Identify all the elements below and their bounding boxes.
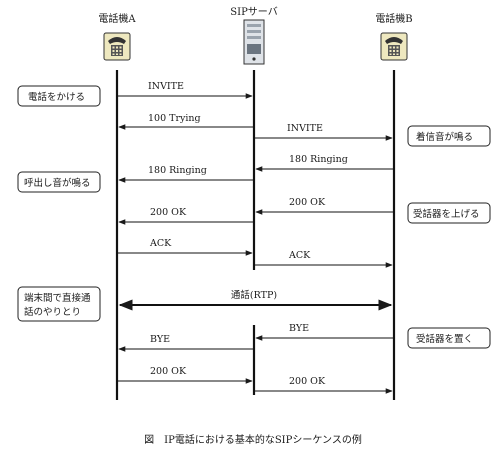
svg-text:電話をかける: 電話をかける	[28, 91, 85, 103]
telephone-b-icon	[380, 32, 408, 61]
svg-text:話のやりとり: 話のやりとり	[24, 306, 81, 318]
msg-ringing-b-s-label: 180 Ringing	[289, 154, 348, 165]
note-make-call: 電話をかける	[17, 85, 101, 107]
msg-rtp-label: 通話(RTP)	[231, 289, 277, 301]
telephone-a-icon	[103, 32, 131, 61]
note-ringback: 呼出し音が鳴る	[17, 171, 101, 193]
note-hang-up: 受話器を置く	[407, 327, 491, 349]
msg-ok-b-s-label: 200 OK	[289, 197, 326, 208]
phone-b-label: 電話機B	[375, 12, 412, 25]
svg-text:端末間で直接通: 端末間で直接通	[24, 292, 91, 304]
msg-invite-s-b-label: INVITE	[287, 123, 323, 134]
sip-server-label: SIPサーバ	[230, 6, 277, 18]
msg-invite-a-s-label: INVITE	[148, 81, 184, 92]
msg-ok-s-a-label: 200 OK	[150, 207, 187, 218]
msg-ok-a-s-2-label: 200 OK	[150, 366, 187, 377]
note-incoming-ring: 着信音が鳴る	[407, 125, 491, 147]
msg-trying-s-a-label: 100 Trying	[148, 113, 201, 124]
msg-bye-s-a-label: BYE	[150, 334, 170, 345]
figure-caption: 図 IP電話における基本的なSIPシーケンスの例	[144, 433, 362, 446]
msg-ringing-s-a-label: 180 Ringing	[148, 165, 207, 176]
svg-text:受話器を上げる: 受話器を上げる	[413, 208, 480, 220]
note-direct-call: 端末間で直接通 話のやりとり	[17, 286, 101, 322]
msg-ack-s-b-label: ACK	[288, 250, 311, 261]
svg-text:受話器を置く: 受話器を置く	[416, 333, 473, 345]
msg-ack-a-s-label: ACK	[149, 238, 172, 249]
svg-text:着信音が鳴る: 着信音が鳴る	[416, 131, 473, 143]
note-pick-up: 受話器を上げる	[407, 202, 491, 224]
msg-ok-s-b-2-label: 200 OK	[289, 376, 326, 387]
phone-a-label: 電話機A	[98, 12, 136, 25]
msg-bye-b-s-label: BYE	[289, 323, 309, 334]
server-icon	[243, 19, 265, 65]
svg-text:呼出し音が鳴る: 呼出し音が鳴る	[24, 177, 91, 189]
